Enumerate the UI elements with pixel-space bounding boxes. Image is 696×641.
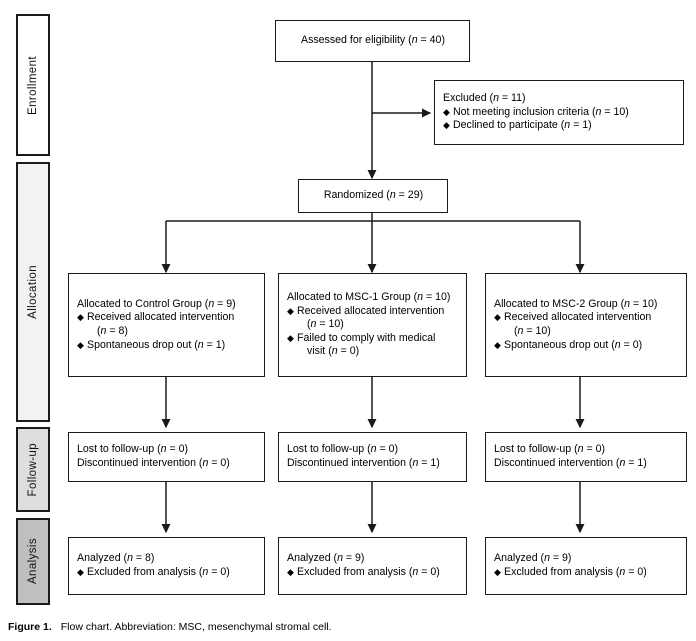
box-assessed-for-eligibility: Assessed for eligibility (n = 40) xyxy=(275,20,470,62)
stage-label-followup-text: Follow-up xyxy=(27,442,39,497)
n-symbol: n xyxy=(411,34,418,47)
box-analysis-msc2: Analyzed (n = 9) ◆Excluded from analysis… xyxy=(485,537,687,595)
n-symbol: n xyxy=(160,443,167,456)
diamond-bullet-icon: ◆ xyxy=(494,312,501,323)
analysis-control-excluded: ◆Excluded from analysis (n = 0) xyxy=(77,566,230,578)
n-symbol: n xyxy=(412,566,419,578)
n-symbol: n xyxy=(310,318,317,331)
diamond-bullet-icon: ◆ xyxy=(287,567,294,577)
figure-caption-text: Flow chart. Abbreviation: MSC, mesenchym… xyxy=(60,621,332,633)
stage-label-enrollment: Enrollment xyxy=(16,14,50,156)
n-symbol: n xyxy=(544,552,550,565)
diamond-bullet-icon: ◆ xyxy=(287,305,294,316)
n-symbol: n xyxy=(412,457,419,469)
allocation-control-item-received: ◆Received allocated intervention (n = 8) xyxy=(77,311,257,338)
allocation-control-item-dropout: ◆Spontaneous drop out (n = 1) xyxy=(77,338,226,351)
stage-label-analysis-text: Analysis xyxy=(27,538,39,585)
allocation-msc1-item-failed-comply-cont: visit (n = 0) xyxy=(307,345,360,358)
randomized-text: Randomized (n = 29) xyxy=(323,189,424,202)
n-symbol: n xyxy=(197,338,204,351)
n-symbol: n xyxy=(417,291,424,304)
analysis-msc1-heading: Analyzed (n = 9) xyxy=(287,552,365,565)
figure-caption-number: Figure 1. xyxy=(8,621,52,633)
n-symbol: n xyxy=(517,325,524,337)
followup-msc1-discontinued: Discontinued intervention (n = 1) xyxy=(287,457,440,469)
box-allocation-control: Allocated to Control Group (n = 9) ◆Rece… xyxy=(68,273,265,377)
diamond-bullet-icon: ◆ xyxy=(443,106,450,117)
n-symbol: n xyxy=(619,566,626,578)
analysis-msc1-excluded: ◆Excluded from analysis (n = 0) xyxy=(287,566,440,578)
n-symbol: n xyxy=(331,345,338,358)
box-analysis-msc1: Analyzed (n = 9) ◆Excluded from analysis… xyxy=(278,537,467,595)
box-analysis-control: Analyzed (n = 8) ◆Excluded from analysis… xyxy=(68,537,265,595)
box-allocation-msc1: Allocated to MSC-1 Group (n = 10) ◆Recei… xyxy=(278,273,467,377)
excluded-heading: Excluded (n = 11) xyxy=(443,92,526,105)
analysis-msc2-heading: Analyzed (n = 9) xyxy=(494,552,572,565)
n-symbol: n xyxy=(564,119,571,132)
analysis-control-heading: Analyzed (n = 8) xyxy=(77,552,155,565)
followup-control-discontinued: Discontinued intervention (n = 0) xyxy=(77,457,230,469)
box-followup-control: Lost to follow-up (n = 0) Discontinued i… xyxy=(68,432,265,482)
figure-caption: Figure 1. Flow chart. Abbreviation: MSC, … xyxy=(8,620,332,634)
n-symbol: n xyxy=(389,189,396,202)
allocation-control-heading: Allocated to Control Group (n = 9) xyxy=(77,297,236,310)
diamond-bullet-icon: ◆ xyxy=(77,339,84,350)
excluded-item-declined: ◆Declined to participate (n = 1) xyxy=(443,119,592,132)
allocation-msc2-heading: Allocated to MSC-2 Group (n = 10) xyxy=(494,297,658,310)
box-followup-msc1: Lost to follow-up (n = 0) Discontinued i… xyxy=(278,432,467,482)
n-symbol: n xyxy=(202,566,209,578)
analysis-msc2-excluded: ◆Excluded from analysis (n = 0) xyxy=(494,566,647,578)
n-symbol: n xyxy=(127,552,133,565)
diamond-bullet-icon: ◆ xyxy=(494,339,501,350)
allocation-msc1-heading: Allocated to MSC-1 Group (n = 10) xyxy=(287,291,451,304)
excluded-item-not-meeting-criteria: ◆Not meeting inclusion criteria (n = 10) xyxy=(443,105,629,118)
n-symbol: n xyxy=(619,457,626,469)
box-allocation-msc2: Allocated to MSC-2 Group (n = 10) ◆Recei… xyxy=(485,273,687,377)
followup-msc2-discontinued: Discontinued intervention (n = 1) xyxy=(494,457,647,469)
allocation-msc2-item-received: ◆Received allocated intervention (n = 10… xyxy=(494,311,679,338)
n-symbol: n xyxy=(614,338,621,351)
followup-control-lost: Lost to follow-up (n = 0) xyxy=(77,443,189,456)
stage-label-followup: Follow-up xyxy=(16,427,50,512)
n-symbol: n xyxy=(370,443,377,456)
stage-label-enrollment-text: Enrollment xyxy=(27,55,39,115)
box-excluded: Excluded (n = 11) ◆Not meeting inclusion… xyxy=(434,80,684,145)
diamond-bullet-icon: ◆ xyxy=(494,567,501,577)
diamond-bullet-icon: ◆ xyxy=(77,567,84,577)
stage-label-analysis: Analysis xyxy=(16,518,50,605)
n-symbol: n xyxy=(624,297,631,310)
n-symbol: n xyxy=(202,457,209,469)
n-symbol: n xyxy=(577,443,584,456)
stage-label-allocation: Allocation xyxy=(16,162,50,422)
allocation-msc2-item-dropout: ◆Spontaneous drop out (n = 0) xyxy=(494,338,643,351)
diamond-bullet-icon: ◆ xyxy=(287,332,294,343)
allocation-msc1-item-received-cont: (n = 10) xyxy=(307,318,344,331)
followup-msc1-lost: Lost to follow-up (n = 0) xyxy=(287,443,399,456)
n-symbol: n xyxy=(595,105,602,118)
diamond-bullet-icon: ◆ xyxy=(77,312,84,323)
n-symbol: n xyxy=(208,297,215,310)
allocation-msc2-item-received-cont: (n = 10) xyxy=(514,325,551,337)
followup-msc2-lost: Lost to follow-up (n = 0) xyxy=(494,443,606,456)
box-followup-msc2: Lost to follow-up (n = 0) Discontinued i… xyxy=(485,432,687,482)
assessed-text: Assessed for eligibility (n = 40) xyxy=(301,34,445,47)
box-randomized: Randomized (n = 29) xyxy=(298,179,448,213)
diamond-bullet-icon: ◆ xyxy=(443,120,450,131)
allocation-control-item-received-cont: (n = 8) xyxy=(97,325,128,337)
allocation-msc1-item-received: ◆Received allocated intervention (n = 10… xyxy=(287,305,459,332)
n-symbol: n xyxy=(337,552,343,565)
stage-label-allocation-text: Allocation xyxy=(27,265,39,319)
n-symbol: n xyxy=(493,92,499,105)
allocation-msc1-item-failed-comply: ◆Failed to comply with medical visit (n … xyxy=(287,332,459,359)
n-symbol: n xyxy=(100,325,107,337)
